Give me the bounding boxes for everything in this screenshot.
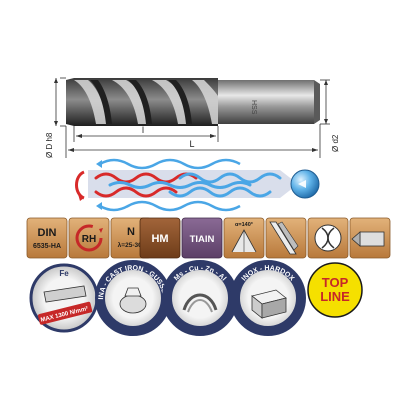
steel-badge: Fe MAX 1300 N/mm² — [29, 263, 99, 333]
top-line-label-1: TOP — [322, 275, 349, 290]
spec-tile-row: DIN 6535-HA RH N λ=25-30° HM TIAlN — [26, 217, 391, 259]
drill-drawing: HSS l L Ø D h8 Ø d2 — [45, 77, 340, 158]
coil-icon — [182, 293, 218, 311]
flow-blue-wave — [178, 172, 282, 184]
point-angle-tile: α=140° — [223, 217, 265, 259]
material-label: HM — [151, 233, 168, 245]
chip-flow-illustration — [75, 158, 320, 212]
dim-shank-diameter: Ø d2 — [331, 134, 340, 152]
rotation-arrow-icon — [75, 224, 103, 252]
coating-label: TIAlN — [190, 234, 215, 245]
dim-drill-diameter: Ø D h8 — [45, 132, 54, 158]
dim-flute-length: l — [142, 125, 144, 135]
type-n-letter: N — [127, 226, 135, 238]
material-badge-row: Fe MAX 1300 N/mm² LITINA - CAST IRON - G… — [29, 260, 363, 336]
dim-overall-length: L — [189, 139, 194, 149]
top-line-badge: TOP LINE — [307, 262, 363, 318]
flow-red-wave — [94, 172, 198, 184]
helix-angle: λ=25-30° — [118, 241, 145, 249]
din-number: 6535-HA — [33, 243, 61, 250]
din-standard-tile: DIN 6535-HA — [26, 217, 68, 259]
shank-cylinder-icon — [359, 231, 385, 247]
coating-tialn-tile: TIAlN — [181, 217, 223, 259]
top-line-label-2: LINE — [320, 289, 350, 304]
cross-section-tile — [307, 217, 349, 259]
steel-symbol: Fe — [59, 269, 69, 278]
rh-label: RH — [82, 234, 96, 245]
casting-pot-icon — [119, 294, 147, 314]
steel-beam-icon — [43, 285, 87, 303]
material-hm-tile: HM — [139, 217, 181, 259]
din-label: DIN — [38, 227, 57, 239]
rotation-rh-tile: RH — [68, 217, 110, 259]
flute-profile-tile — [265, 217, 307, 259]
non-ferrous-badge: Ms - Cu - Zn - Al — [162, 260, 238, 336]
shank-marking: HSS — [250, 100, 257, 115]
drill-shank — [218, 80, 314, 124]
inox-badge: INOX - HARDOX — [230, 260, 306, 336]
drill-flutes — [74, 80, 218, 124]
cylindrical-shank-tile — [349, 217, 391, 259]
twisted-flute-icon — [269, 221, 297, 255]
point-angle-label: α=140° — [235, 222, 253, 228]
